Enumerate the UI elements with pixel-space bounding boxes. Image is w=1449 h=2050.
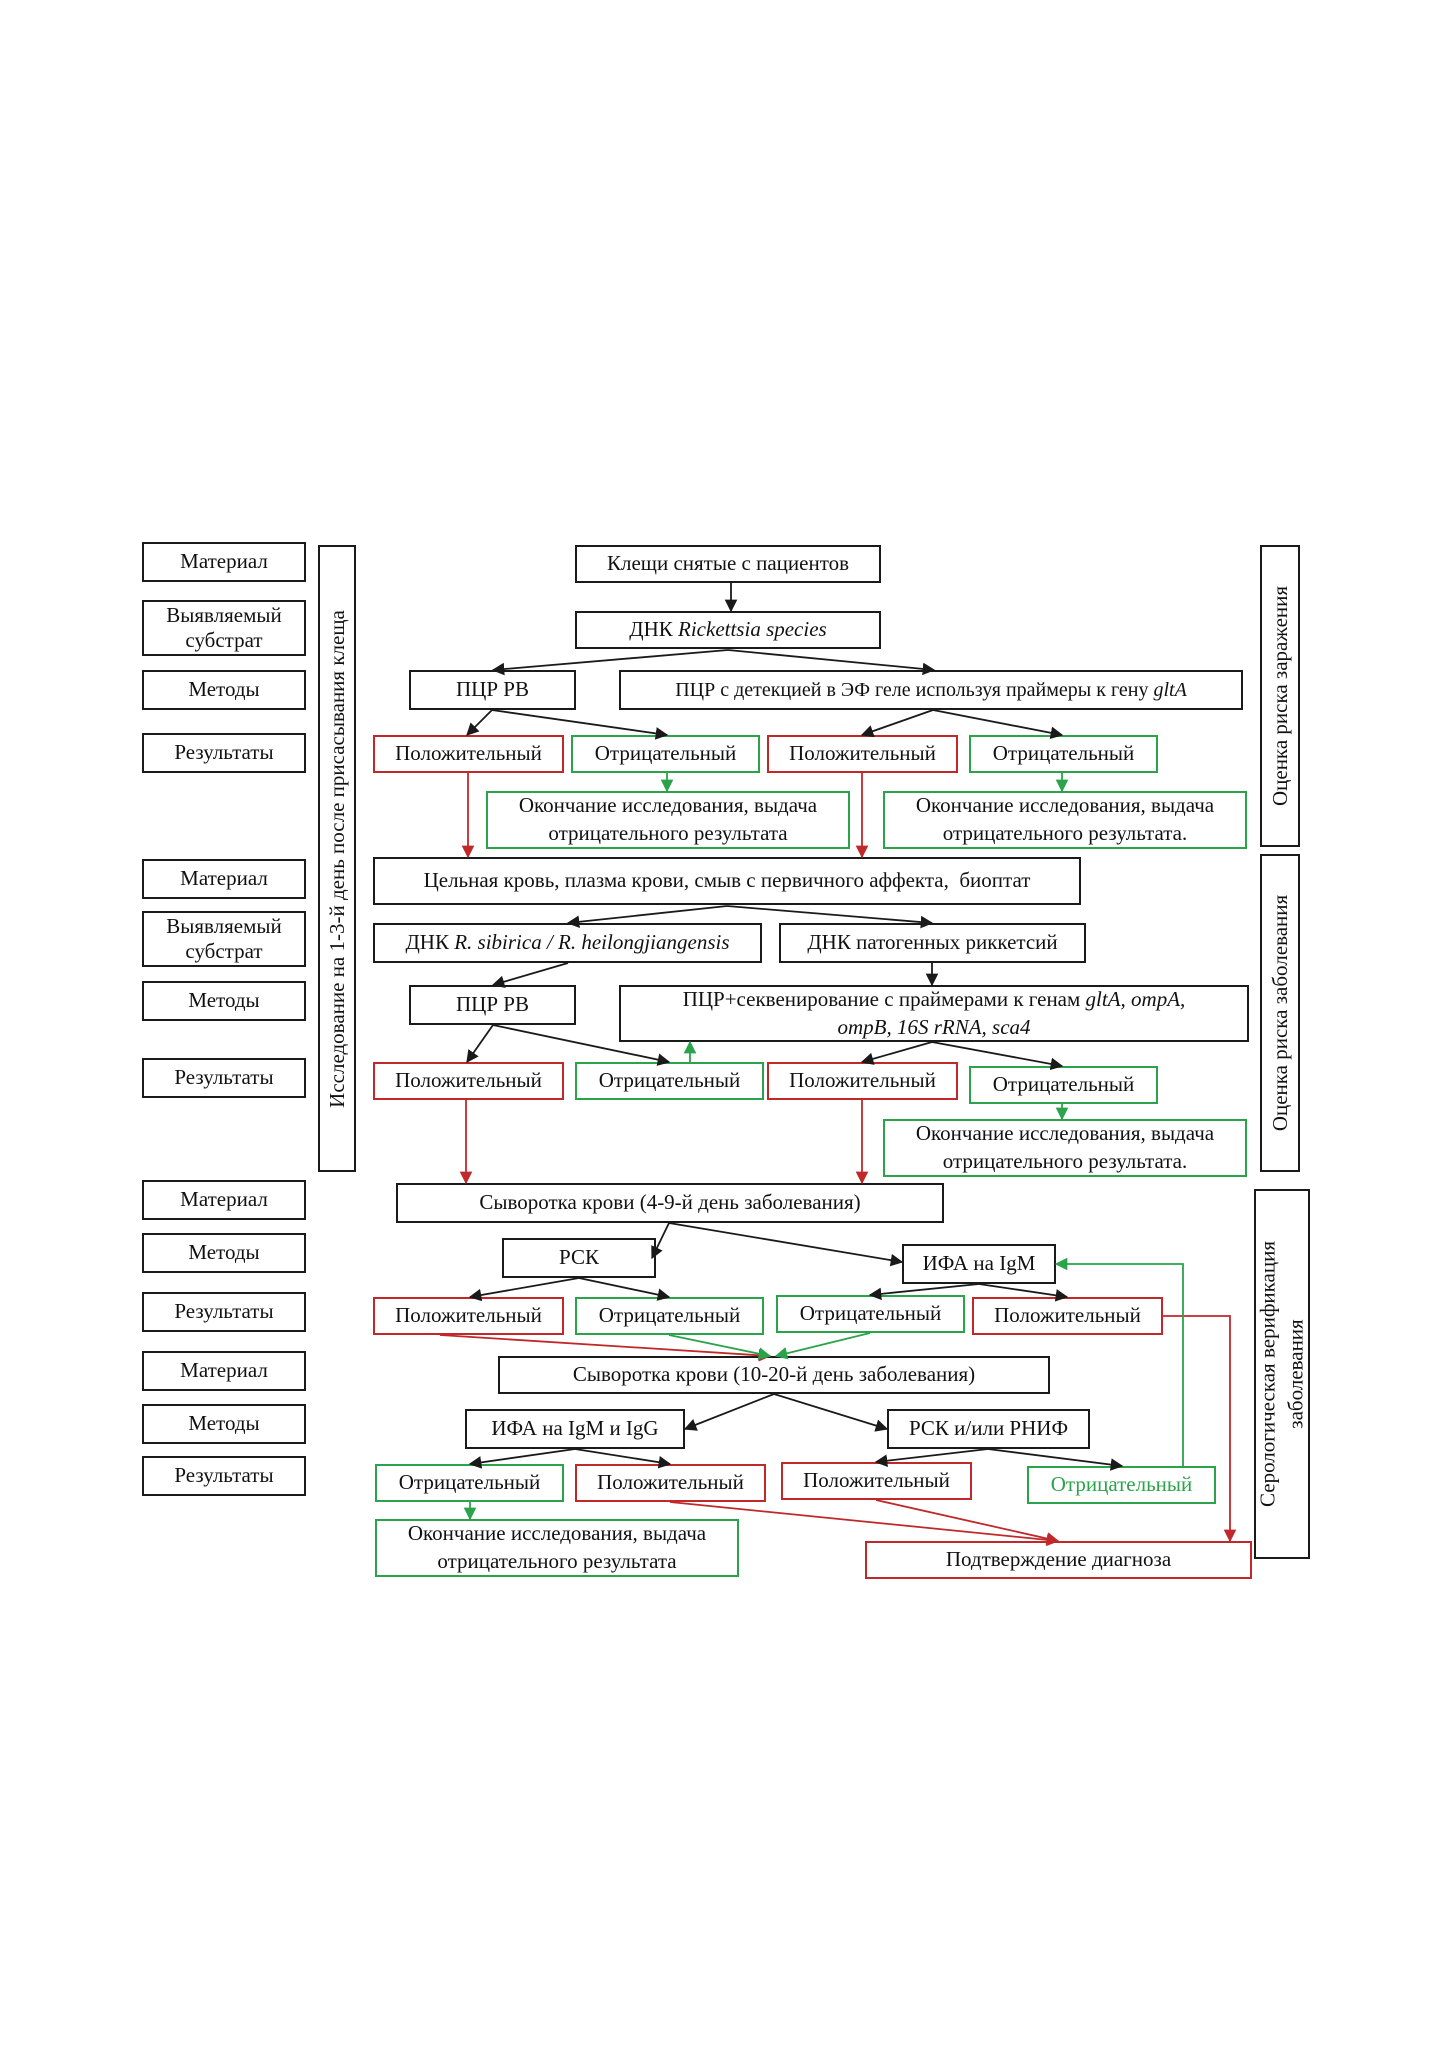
arrow-csr2-to-neg: [987, 1448, 1124, 1471]
arrow-csr2-to-pos: [874, 1448, 989, 1467]
row-label-results-2: Результаты: [142, 1058, 306, 1098]
arrow-pcr2-to-pos: [466, 1024, 494, 1064]
elisa-igm-igg: ИФА на IgM и IgG: [465, 1409, 685, 1449]
s3-positive-1: Положительный: [373, 1297, 564, 1335]
row-label-material-4: Материал: [142, 1351, 306, 1391]
elisa-igm-1: ИФА на IgM: [902, 1244, 1056, 1284]
arrow-blood-to-dna-sib: [566, 905, 728, 929]
arrow-s3-pos-to-serum: [439, 1334, 772, 1362]
arrow-s3-neg2-to-serum: [774, 1332, 871, 1360]
side-label-disease-risk: Оценка риска заболевания: [1260, 854, 1300, 1172]
arrow-gel-to-neg: [932, 709, 1064, 740]
rickettsia-dna: ДНК Rickettsia species: [575, 611, 881, 649]
s2-positive-2: Положительный: [767, 1062, 958, 1100]
blood-material: Цельная кровь, плазма крови, смыв с перв…: [373, 857, 1081, 905]
row-label-substrate-2: Выявляемый субстрат: [142, 911, 306, 967]
row-label-material-2: Материал: [142, 859, 306, 899]
s4-positive-1: Положительный: [575, 1464, 766, 1502]
side-label-left: Исследование на 1-3-й день после присасы…: [318, 545, 356, 1172]
arrow-blood-to-dna-path: [726, 905, 934, 929]
arrow-serum2-to-csr: [773, 1393, 889, 1432]
row-label-methods-3: Методы: [142, 1233, 306, 1273]
ticks-material: Клещи снятые с пациентов: [575, 545, 881, 583]
csr-or-rnif: РСК и/или РНИФ: [887, 1409, 1090, 1449]
arrow-elisa-to-pos: [978, 1283, 1069, 1302]
s3-negative-2: Отрицательный: [776, 1295, 965, 1333]
arrow-elisa2-to-pos: [574, 1448, 672, 1469]
s3-negative-1: Отрицательный: [575, 1297, 764, 1335]
s2-negative-1: Отрицательный: [575, 1062, 764, 1100]
arrow-dna-to-pcr-gel: [727, 649, 936, 676]
s4-negative-2: Отрицательный: [1027, 1466, 1216, 1504]
diagnosis-confirmed: Подтверждение диагноза: [865, 1541, 1252, 1579]
row-label-methods-1: Методы: [142, 670, 306, 710]
row-label-material-3: Материал: [142, 1180, 306, 1220]
pcr-gel-glta: ПЦР с детекцией в ЭФ геле используя прай…: [619, 670, 1243, 710]
arrow-csr-to-pos: [468, 1277, 580, 1302]
arrow-s3-neg1-to-serum: [668, 1334, 772, 1360]
row-label-results-1: Результаты: [142, 733, 306, 773]
arrow-serum2-to-elisa: [683, 1393, 775, 1431]
serum-4-9: Сыворотка крови (4-9-й день заболевания): [396, 1183, 944, 1223]
row-label-results-3: Результаты: [142, 1292, 306, 1332]
s3-positive-2: Положительный: [972, 1297, 1163, 1335]
s1-negative-2: Отрицательный: [969, 735, 1158, 773]
s1-negative-1: Отрицательный: [571, 735, 760, 773]
dna-sibirica: ДНК R. sibirica / R. heilongjiangensis: [373, 923, 762, 963]
side-label-infection-risk: Оценка риска заражения: [1260, 545, 1300, 847]
s2-positive-1: Положительный: [373, 1062, 564, 1100]
arrow-s4-pos2-to-confirm: [875, 1499, 1060, 1545]
arrow-seq-to-pos: [860, 1041, 933, 1065]
arrow-elisa2-to-neg: [468, 1448, 576, 1469]
s4-positive-2: Положительный: [781, 1462, 972, 1500]
arrow-s3-pos2-to-confirm: [1163, 1315, 1237, 1543]
row-label-methods-4: Методы: [142, 1404, 306, 1444]
arrow-dna-to-pcr-rt: [491, 649, 729, 676]
row-label-results-4: Результаты: [142, 1456, 306, 1496]
side-label-serological: Серологическая верификация заболевания: [1254, 1189, 1310, 1559]
row-label-methods-2: Методы: [142, 981, 306, 1021]
s1-positive-1: Положительный: [373, 735, 564, 773]
s2-negative-2: Отрицательный: [969, 1066, 1158, 1104]
arrow-gel-to-pos: [860, 709, 934, 738]
arrow-pcr-rt-to-neg: [491, 709, 669, 740]
s4-negative-1: Отрицательный: [375, 1464, 564, 1502]
pcr-sequencing: ПЦР+секвенирование с праймерами к генам …: [619, 985, 1249, 1042]
csr-1: РСК: [502, 1238, 656, 1278]
row-label-substrate-1: Выявляемый субстрат: [142, 600, 306, 656]
row-label-material-1: Материал: [142, 542, 306, 582]
arrow-dna-sib-to-pcr: [491, 962, 569, 988]
serum-10-20: Сыворотка крови (10-20-й день заболевани…: [498, 1356, 1050, 1394]
arrow-pcr-rt-to-pos: [466, 709, 493, 736]
arrow-csr-to-neg: [578, 1277, 671, 1301]
dna-pathogenic-rickettsiae: ДНК патогенных риккетсий: [779, 923, 1086, 963]
s1-positive-2: Положительный: [767, 735, 958, 773]
arrow-serum-to-elisa: [668, 1222, 904, 1267]
pcr-rt-2: ПЦР РВ: [409, 985, 576, 1025]
arrow-elisa-to-neg: [868, 1283, 980, 1301]
pcr-rt-1: ПЦР РВ: [409, 670, 576, 710]
